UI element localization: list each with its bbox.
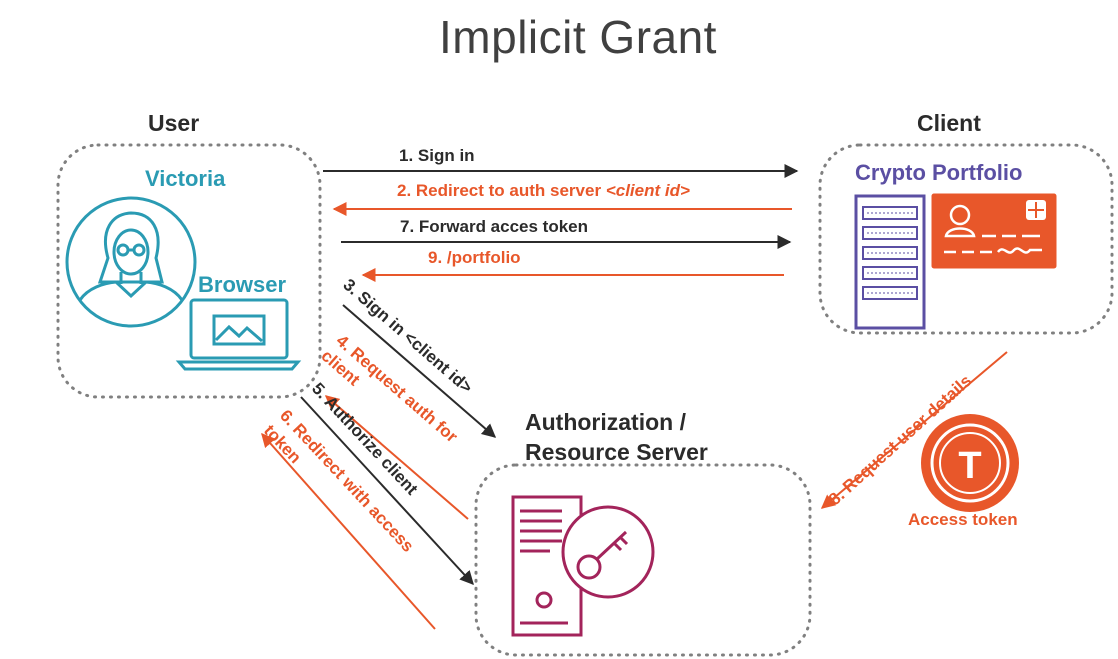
auth-server-heading-line1: Authorization /	[525, 409, 686, 435]
client-heading: Client	[917, 110, 981, 136]
step-2-client-id: <client id>	[605, 181, 690, 200]
client-box	[818, 143, 1114, 335]
id-card-icon	[928, 190, 1060, 272]
step-2-label: 2. Redirect to auth server <client id>	[397, 181, 690, 201]
user-name: Victoria	[145, 166, 226, 191]
woman-with-glasses-icon	[65, 196, 197, 328]
token-coin-icon	[921, 414, 1019, 512]
auth-server-box	[474, 463, 812, 657]
step-9-label: 9. /portfolio	[428, 248, 521, 267]
user-heading: User	[148, 110, 200, 136]
client-app-name: Crypto Portfolio	[855, 160, 1023, 185]
arrow-step-8	[820, 351, 1008, 509]
page-title: Implicit Grant	[439, 11, 717, 63]
arrow-step-5	[300, 396, 474, 586]
step-2-text: 2. Redirect to auth server	[397, 181, 606, 200]
token-symbol: T	[958, 445, 981, 487]
browser-label: Browser	[198, 272, 287, 297]
server-rack-icon	[854, 194, 926, 330]
arrow-step-4	[324, 395, 469, 520]
arrow-step-6	[261, 432, 436, 630]
server-key-icon	[511, 495, 655, 637]
step-7-label: 7. Forward acces token	[400, 217, 589, 236]
step-1-label: 1. Sign in	[399, 146, 475, 165]
laptop-image-icon	[175, 298, 302, 371]
arrow-step-3	[342, 304, 497, 438]
user-box	[56, 143, 322, 399]
auth-server-heading-line2: Resource Server	[525, 439, 708, 465]
access-token-caption: Access token	[908, 510, 1018, 529]
